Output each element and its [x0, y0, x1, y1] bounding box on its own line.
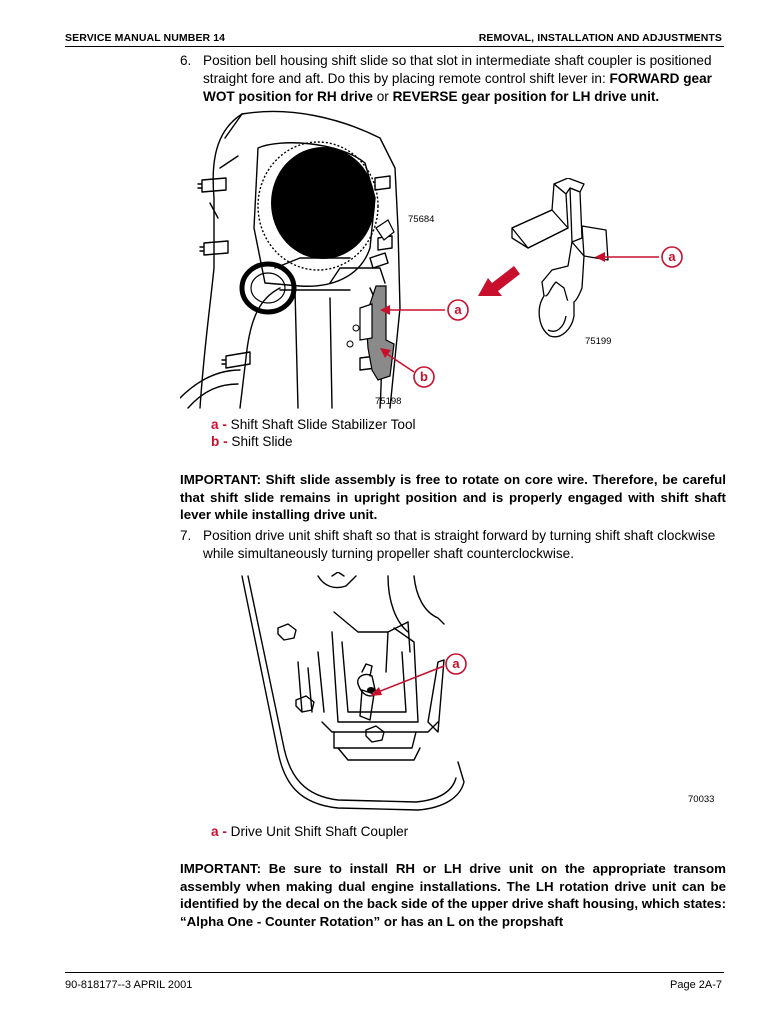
legend-item: a - Shift Shaft Slide Stabilizer Tool — [211, 416, 416, 433]
step-7: 7. Position drive unit shift shaft so th… — [180, 527, 728, 563]
legend-separator: - — [218, 417, 231, 432]
callout-arrow-fig2: a — [370, 653, 467, 696]
bell-housing-illustration — [180, 110, 401, 409]
shift-slide-detail-illustration — [511, 178, 609, 338]
legend-text: Shift Slide — [231, 434, 293, 449]
legend-item: a - Drive Unit Shift Shaft Coupler — [211, 823, 408, 840]
direction-arrow — [478, 266, 520, 296]
legend-letter: b — [211, 434, 220, 449]
figure-legend: a - Shift Shaft Slide Stabilizer Tool b … — [211, 416, 416, 450]
drive-unit-illustration — [241, 572, 465, 811]
figure-legend: a - Drive Unit Shift Shaft Coupler — [211, 823, 408, 840]
figure-number: 75684 — [408, 214, 435, 225]
important-note: IMPORTANT: Shift slide assembly is free … — [180, 472, 726, 522]
footer-rule — [65, 972, 724, 973]
callout-arrows-fig1: a b — [380, 299, 469, 388]
header-manual-title: SERVICE MANUAL NUMBER 14 — [65, 32, 226, 44]
step-6: 6. Position bell housing shift slide so … — [180, 52, 728, 106]
callout-b-circle — [413, 366, 435, 388]
figure-number: 70033 — [688, 794, 715, 805]
header-rule — [65, 46, 724, 47]
step-text-plain: or — [372, 89, 393, 104]
legend-text: Shift Shaft Slide Stabilizer Tool — [230, 417, 416, 432]
step-text: Position bell housing shift slide so tha… — [203, 52, 728, 106]
header-section-title: REMOVAL, INSTALLATION AND ADJUSTMENTS — [478, 32, 722, 44]
legend-letter: a — [211, 824, 219, 839]
callout-arrow-detail: a — [595, 246, 683, 268]
callout-a-circle — [447, 299, 469, 321]
figure-number: 75199 — [585, 336, 612, 347]
legend-separator: - — [219, 434, 232, 449]
step-number: 7. — [180, 528, 192, 543]
step-text-bold: REVERSE gear position for LH drive unit. — [392, 89, 660, 104]
important-note: IMPORTANT: Be sure to install RH or LH d… — [180, 861, 726, 929]
callout-a-circle — [661, 246, 683, 268]
callout-b-label: b — [420, 369, 428, 384]
callout-a-label: a — [668, 249, 676, 264]
legend-letter: a — [211, 417, 219, 432]
step-text: Position drive unit shift shaft so that … — [203, 528, 716, 561]
step-number: 6. — [180, 53, 192, 68]
step-text-bold: FORWARD gear WOT position for RH drive — [203, 71, 712, 104]
legend-item: b - Shift Slide — [211, 433, 416, 450]
legend-separator: - — [218, 824, 231, 839]
footer-page-number: Page 2A-7 — [670, 979, 722, 991]
step-text-plain: Position bell housing shift slide so tha… — [203, 53, 712, 86]
callout-a-circle — [445, 653, 467, 675]
callout-a-label: a — [452, 656, 460, 671]
callout-a-label: a — [454, 302, 462, 317]
figure-number: 75198 — [375, 396, 402, 407]
footer-document-number: 90-818177--3 APRIL 2001 — [65, 979, 193, 991]
legend-text: Drive Unit Shift Shaft Coupler — [230, 824, 409, 839]
